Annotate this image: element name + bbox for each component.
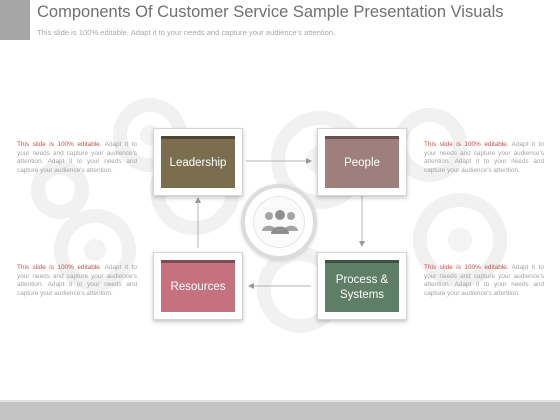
node-leadership-label: Leadership xyxy=(161,136,235,188)
people-group-icon xyxy=(262,210,298,234)
node-resources-label: Resources xyxy=(161,260,235,312)
page-title: Components Of Customer Service Sample Pr… xyxy=(37,3,504,21)
process-label-line1: Process & xyxy=(335,273,389,286)
note-top-right: This slide is 100% editable. Adapt it to… xyxy=(424,141,544,175)
node-process-label: Process & Systems xyxy=(325,260,399,312)
note-bottom-left: This slide is 100% editable. Adapt it to… xyxy=(17,264,137,298)
note-top-left-body: Adapt it to your needs and capture your … xyxy=(17,141,137,174)
note-top-left-highlight: This slide is 100% editable. xyxy=(17,141,102,148)
node-resources: Resources xyxy=(153,252,243,320)
note-bottom-right: This slide is 100% editable. Adapt it to… xyxy=(424,264,544,298)
node-people-label: People xyxy=(325,136,399,188)
note-bottom-right-highlight: This slide is 100% editable. xyxy=(424,264,509,271)
note-top-right-highlight: This slide is 100% editable. xyxy=(424,141,509,148)
note-bottom-left-highlight: This slide is 100% editable. xyxy=(17,264,102,271)
center-inner-circle xyxy=(253,196,305,248)
page-subtitle: This slide is 100% editable. Adapt it to… xyxy=(37,28,336,37)
corner-tab xyxy=(0,0,30,40)
node-people: People xyxy=(317,128,407,196)
note-top-left: This slide is 100% editable. Adapt it to… xyxy=(17,141,137,175)
footer-bar xyxy=(0,402,560,420)
note-top-right-body: Adapt it to your needs and capture your … xyxy=(424,141,544,174)
node-process-systems: Process & Systems xyxy=(317,252,407,320)
center-emblem xyxy=(241,184,317,260)
note-bottom-right-body: Adapt it to your needs and capture your … xyxy=(424,264,544,297)
note-bottom-left-body: Adapt it to your needs and capture your … xyxy=(17,264,137,297)
process-label-line2: Systems xyxy=(339,288,385,301)
footer-divider xyxy=(0,400,560,402)
node-leadership: Leadership xyxy=(153,128,243,196)
